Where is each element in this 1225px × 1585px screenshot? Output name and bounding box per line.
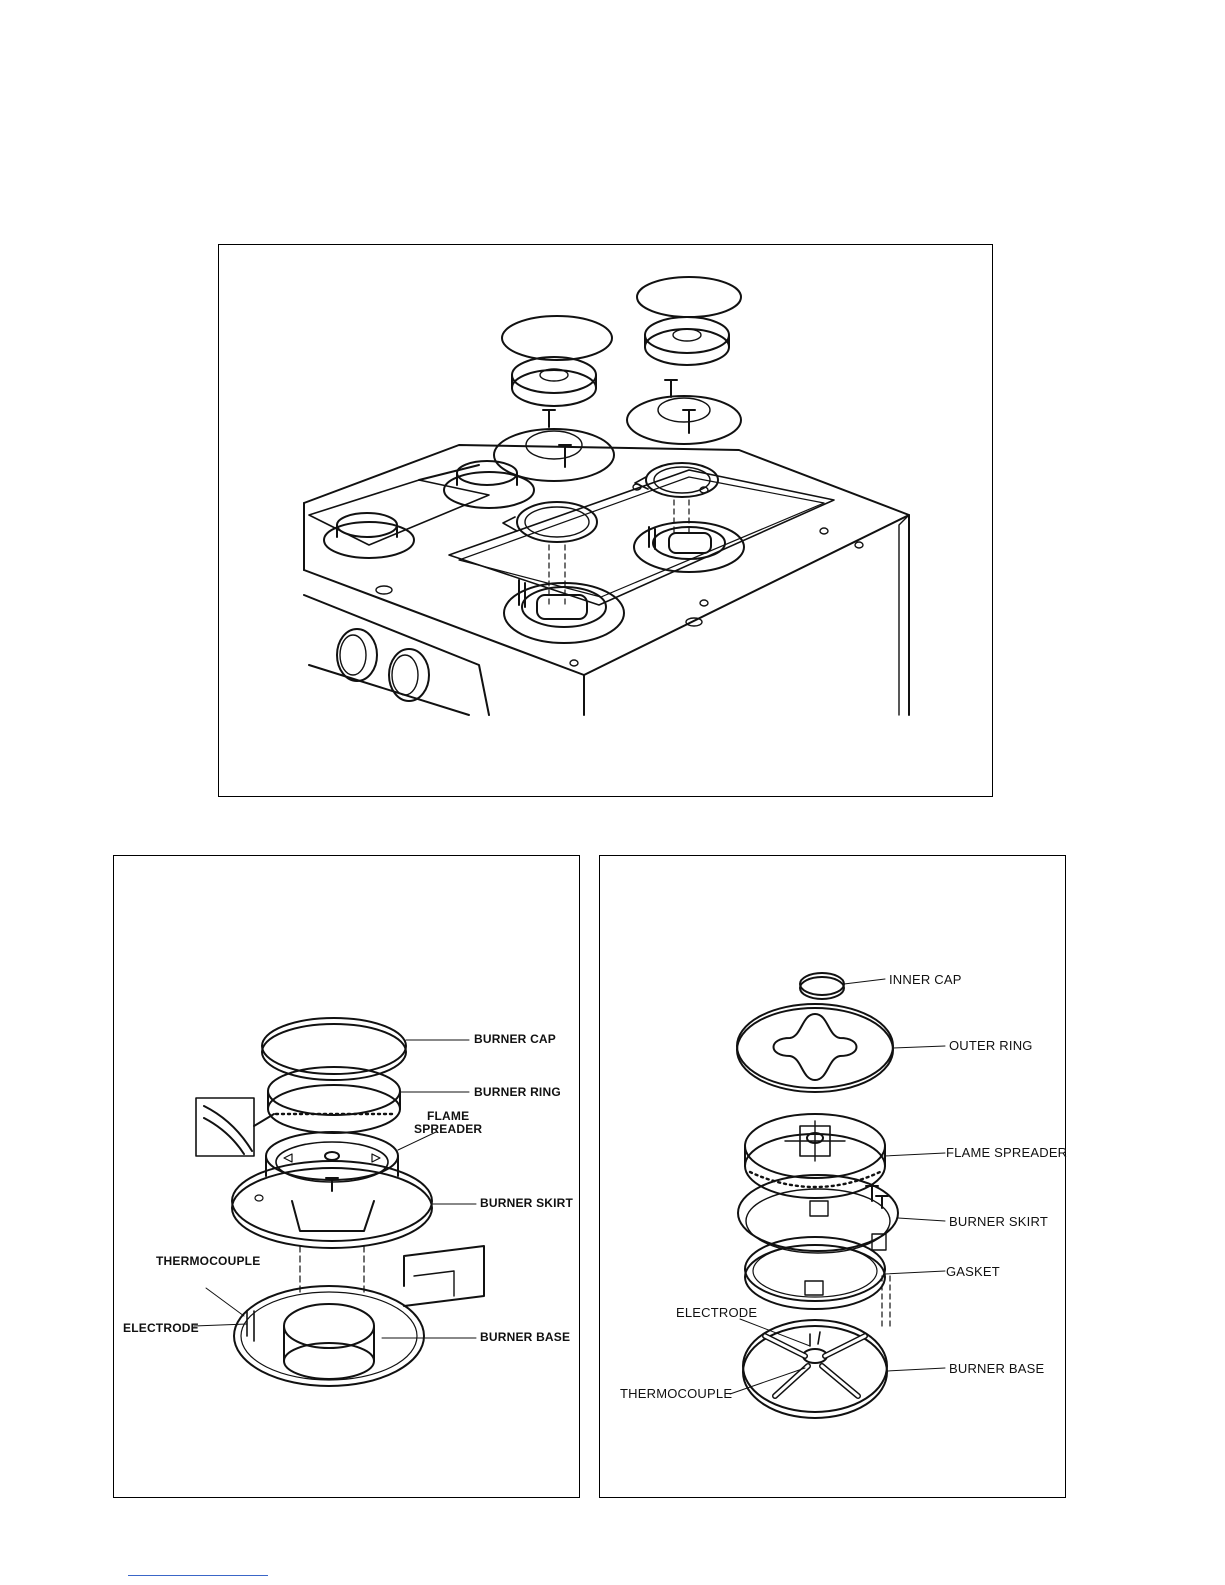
cooktop-exploded-panel bbox=[218, 244, 993, 797]
flame-spreader-part bbox=[266, 1132, 398, 1182]
burner-assembly-left-panel: BURNER CAP BURNER RING FLAME SPREADER BU… bbox=[113, 855, 580, 1498]
exploded-stack-right bbox=[627, 277, 741, 535]
label-burner-ring: BURNER RING bbox=[474, 1086, 561, 1099]
label-thermocouple: THERMOCOUPLE bbox=[156, 1255, 260, 1268]
label-thermocouple-right: THERMOCOUPLE bbox=[620, 1387, 732, 1400]
burner-cap-part bbox=[262, 1018, 406, 1080]
label-burner-base: BURNER BASE bbox=[480, 1331, 570, 1344]
burner-assembly-right-drawing bbox=[600, 856, 1067, 1499]
label-burner-cap: BURNER CAP bbox=[474, 1033, 556, 1046]
burner-assembly-left-drawing bbox=[114, 856, 581, 1499]
cooktop-body bbox=[304, 445, 909, 715]
port-detail-inset bbox=[196, 1098, 274, 1156]
flame-spreader-part-right bbox=[745, 1114, 885, 1198]
gasket-part bbox=[745, 1237, 885, 1309]
burner-skirt-part bbox=[232, 1161, 432, 1248]
label-inner-cap: INNER CAP bbox=[889, 973, 962, 986]
footer-underline bbox=[128, 1575, 268, 1576]
inner-cap-part bbox=[800, 973, 844, 999]
burner-skirt-part-right bbox=[738, 1175, 898, 1253]
label-gasket: GASKET bbox=[946, 1265, 1000, 1278]
burner-assembly-right-panel: INNER CAP OUTER RING FLAME SPREADER BURN… bbox=[599, 855, 1066, 1498]
label-flame-spreader: FLAME SPREADER bbox=[414, 1110, 482, 1136]
outer-ring-part bbox=[737, 1004, 893, 1092]
cooktop-exploded-drawing bbox=[219, 245, 994, 798]
label-burner-base-right: BURNER BASE bbox=[949, 1362, 1044, 1375]
label-electrode: ELECTRODE bbox=[123, 1322, 199, 1335]
burner-base-part bbox=[234, 1246, 484, 1386]
label-outer-ring: OUTER RING bbox=[949, 1039, 1033, 1052]
exploded-stack-left bbox=[494, 316, 614, 605]
label-burner-skirt-right: BURNER SKIRT bbox=[949, 1215, 1048, 1228]
label-electrode-right: ELECTRODE bbox=[676, 1306, 757, 1319]
burner-ring-part bbox=[268, 1067, 400, 1133]
installed-burners bbox=[324, 461, 534, 558]
label-burner-skirt: BURNER SKIRT bbox=[480, 1197, 573, 1210]
label-flame-spreader-right: FLAME SPREADER bbox=[946, 1146, 1067, 1159]
